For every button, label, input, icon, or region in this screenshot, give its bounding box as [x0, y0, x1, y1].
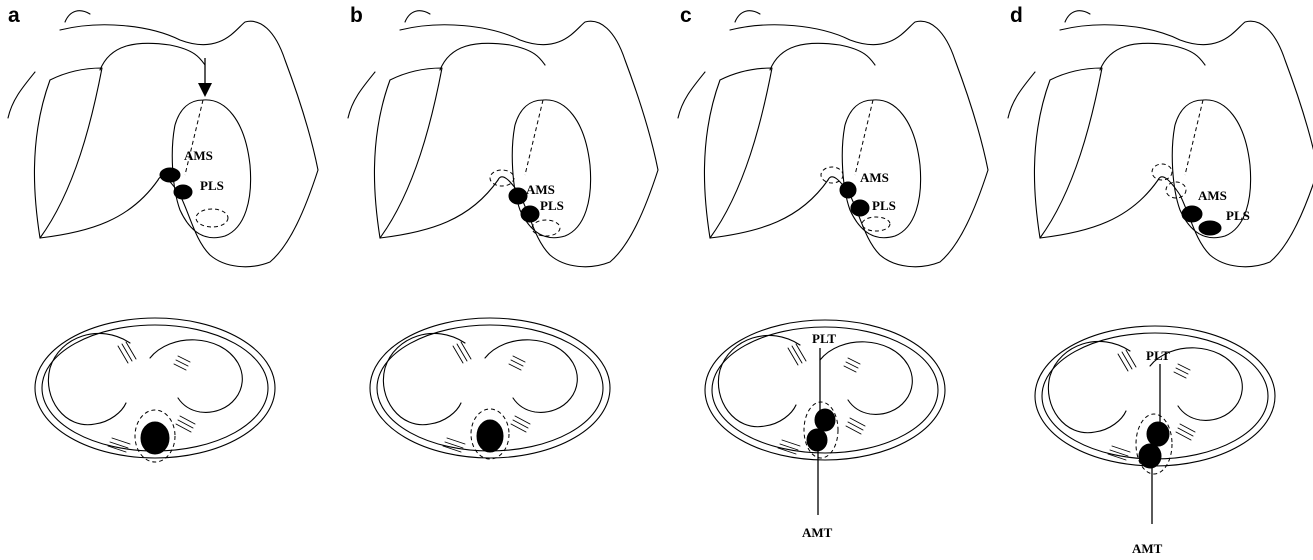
panel-letter-c: c: [680, 4, 692, 27]
axial-tibia-drawing-c: [705, 320, 945, 515]
pls-label: PLS: [1226, 208, 1250, 223]
ams-bundle: [509, 188, 527, 204]
ams-label: AMS: [184, 148, 213, 163]
sagittal-knee-drawing-c: [678, 11, 988, 267]
amt-bundle: [807, 429, 827, 451]
panel-a: a AMS PLS: [8, 4, 318, 462]
ams-label: AMS: [526, 182, 555, 197]
ams-label: AMS: [1198, 188, 1227, 203]
ams-bundle: [1182, 206, 1202, 222]
pls-label: PLS: [200, 178, 224, 193]
panel-c: c AMS PLS PLT AMT: [678, 4, 988, 540]
axial-tibia-drawing-b: [370, 318, 610, 459]
panel-letter-d: d: [1010, 4, 1023, 27]
plt-bundle: [1147, 422, 1169, 446]
plt-label: PLT: [812, 331, 836, 346]
amt-label: AMT: [1132, 541, 1163, 556]
pls-label: PLS: [540, 198, 564, 213]
plt-label: PLT: [1146, 348, 1170, 363]
pls-bundle: [1199, 221, 1221, 235]
panel-letter-b: b: [350, 4, 363, 27]
amt-label: AMT: [802, 525, 833, 540]
panel-b: b AMS PLS: [348, 4, 658, 459]
arrow-icon: [198, 58, 212, 97]
pls-bundle: [521, 206, 539, 222]
acl-bundle: [141, 422, 169, 454]
acl-bundle: [477, 420, 503, 452]
pls-bundle: [174, 185, 192, 199]
sagittal-knee-drawing-b: [348, 11, 658, 267]
pls-label: PLS: [872, 198, 896, 213]
panel-letter-a: a: [8, 4, 20, 27]
amt-bundle: [1139, 444, 1161, 468]
ams-bundle: [840, 182, 856, 198]
sagittal-knee-drawing-d: [1008, 11, 1313, 267]
pls-bundle: [851, 200, 869, 216]
axial-tibia-drawing-a: [35, 318, 275, 462]
ams-bundle: [160, 168, 180, 182]
panel-d: d AMS PLS PLT AMT: [1008, 4, 1313, 556]
ams-label: AMS: [860, 170, 889, 185]
sagittal-knee-drawing-a: [8, 11, 318, 267]
plt-bundle: [815, 409, 835, 431]
